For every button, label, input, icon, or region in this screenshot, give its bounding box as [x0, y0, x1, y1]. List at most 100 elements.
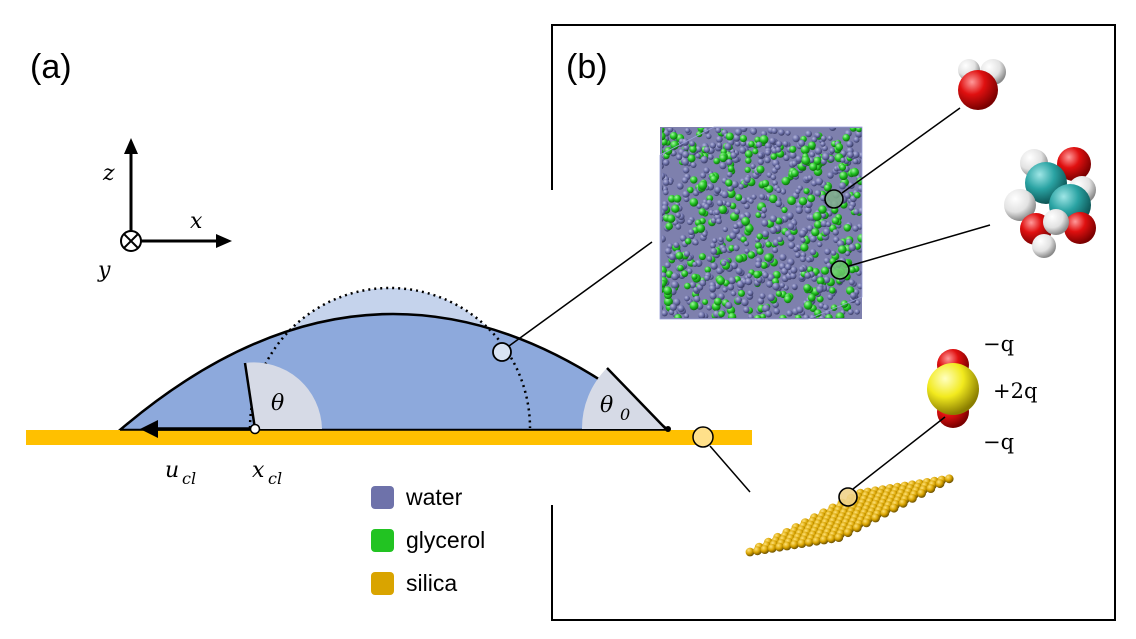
- glycerol-particle: [850, 167, 859, 177]
- water-particle: [858, 207, 862, 215]
- glycerol-particle: [744, 150, 753, 159]
- glycerol-particle: [854, 191, 861, 199]
- glycerol-particle: [727, 165, 735, 172]
- glycerol-particle: [759, 135, 769, 144]
- water-particle: [799, 256, 806, 263]
- glycerol-particle: [725, 179, 733, 187]
- silica-atom: [767, 544, 777, 553]
- water-particle: [798, 139, 806, 147]
- glycerol-particle: [791, 169, 799, 178]
- water-particle: [735, 296, 742, 304]
- water-particle: [823, 228, 831, 236]
- glycerol-particle: [662, 279, 667, 288]
- glycerol-particle: [662, 128, 665, 134]
- water-particle: [791, 160, 798, 167]
- glycerol-particle: [756, 165, 765, 174]
- water-particle: [738, 183, 744, 190]
- legend-swatch-glycerol: [371, 529, 394, 552]
- glycerol-particle: [754, 314, 762, 318]
- water-particle: [809, 235, 817, 243]
- water-particle: [761, 219, 769, 227]
- water-particle: [795, 206, 803, 214]
- water-particle: [679, 234, 687, 242]
- water-particle: [682, 166, 690, 174]
- water-particle: [809, 248, 817, 256]
- glycerol-particle: [745, 224, 754, 233]
- water-particle: [817, 241, 823, 248]
- water-particle: [824, 248, 831, 255]
- silica-atom: [775, 542, 784, 552]
- glycerol-particle: [726, 189, 736, 199]
- water-particle: [703, 203, 710, 210]
- water-particle: [845, 238, 853, 246]
- water-particle: [689, 140, 695, 147]
- glycerol-particle: [813, 156, 822, 166]
- water-particle: [769, 226, 778, 234]
- water-particle: [746, 273, 752, 279]
- water-particle: [822, 304, 829, 311]
- glycerol-particle: [735, 194, 743, 201]
- glycerol-particle: [814, 220, 822, 229]
- glycerol-particle: [825, 314, 833, 318]
- water-particle: [775, 146, 782, 153]
- water-particle: [683, 145, 689, 151]
- water-particle: [725, 301, 733, 309]
- water-particle: [779, 253, 787, 261]
- water-particle: [682, 151, 690, 158]
- water-particle: [743, 176, 751, 184]
- ucl-label: u: [165, 458, 179, 483]
- glycerol-particle: [770, 153, 778, 160]
- water-particle: [784, 263, 792, 271]
- water-particle: [754, 261, 762, 269]
- glycerol-particle: [745, 157, 752, 164]
- glycerol-particle: [787, 196, 796, 206]
- silica-atom: [790, 540, 799, 550]
- water-particle: [790, 266, 798, 274]
- glycerol-particle: [764, 253, 773, 262]
- oxygen-charge-bottom: −q: [983, 430, 1014, 454]
- silica-atom: [935, 479, 945, 489]
- silica-atom: [908, 494, 917, 503]
- water-particle: [807, 175, 813, 181]
- glycerol-particle: [783, 295, 792, 304]
- water-particle: [729, 232, 737, 240]
- water-particle: [773, 308, 780, 315]
- water-particle: [662, 185, 664, 191]
- glycerol-particle: [718, 205, 728, 215]
- water-particle: [783, 154, 790, 161]
- water-particle: [662, 172, 666, 180]
- water-particle: [709, 242, 716, 249]
- water-particle: [668, 253, 677, 261]
- water-particle: [686, 268, 693, 274]
- glycerol-particle: [794, 314, 802, 318]
- water-particle: [683, 313, 690, 318]
- water-particle: [734, 140, 741, 147]
- water-particle: [709, 285, 716, 292]
- silica-atom: [827, 534, 836, 544]
- water-particle: [847, 151, 854, 159]
- water-particle: [804, 272, 811, 279]
- water-particle: [733, 134, 741, 142]
- water-particle: [671, 272, 679, 281]
- water-particle: [684, 295, 690, 302]
- glycerol-particle: [716, 276, 725, 285]
- glycerol-particle: [806, 266, 814, 273]
- water-particle: [706, 304, 712, 311]
- water-particle: [825, 221, 832, 227]
- water-particle: [853, 136, 860, 143]
- ucl-arrowhead: [140, 420, 158, 438]
- water-glycerol-box: [659, 126, 863, 320]
- water-particle: [780, 189, 786, 195]
- glycerol-particle: [689, 145, 697, 153]
- silica-atom: [926, 484, 936, 493]
- water-particle: [705, 133, 712, 140]
- water-particle: [740, 128, 748, 133]
- water-particle: [676, 182, 684, 190]
- glycerol-particle: [744, 166, 751, 173]
- glycerol-particle: [752, 148, 759, 155]
- water-particle: [790, 272, 797, 280]
- substrate-bar: [26, 430, 752, 445]
- water-particle: [823, 257, 831, 264]
- water-particle: [853, 208, 860, 215]
- water-particle: [764, 156, 771, 164]
